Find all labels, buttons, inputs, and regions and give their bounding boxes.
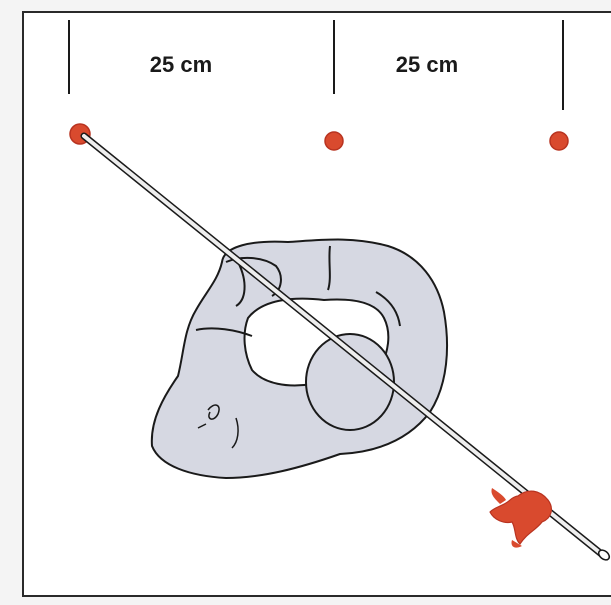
red-tassel [490, 488, 551, 548]
distance-label-2: 25 cm [396, 52, 458, 77]
marker-dot-2 [325, 132, 343, 150]
marker-dot-3 [550, 132, 568, 150]
clay-coil [152, 240, 447, 479]
distance-label-1: 25 cm [150, 52, 212, 77]
